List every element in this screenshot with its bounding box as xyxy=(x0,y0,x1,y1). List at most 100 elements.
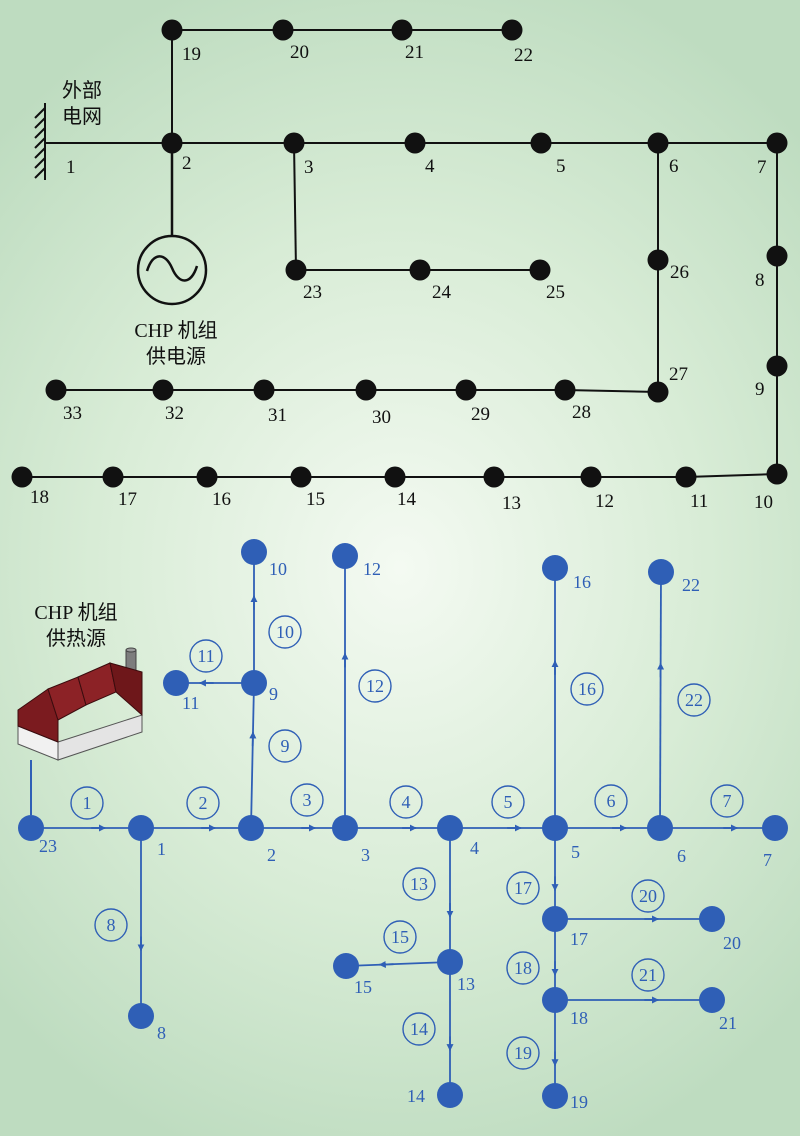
generator-label: CHP 机组 供电源 xyxy=(116,318,236,370)
heat-branch-circle-3 xyxy=(290,783,324,817)
heat-branch-circle-14 xyxy=(402,1012,436,1046)
heat-node-label-20: 20 xyxy=(723,933,741,953)
electric-bus-label-13: 13 xyxy=(502,493,521,514)
electric-bus-5 xyxy=(530,132,552,154)
heat-branch-label-11: 11 xyxy=(197,646,215,666)
electric-bus-24 xyxy=(409,259,431,281)
heat-node-label-4: 4 xyxy=(470,838,479,858)
heat-node-label-16: 16 xyxy=(573,572,591,592)
electric-bus-20 xyxy=(272,19,294,41)
electric-bus-label-28: 28 xyxy=(572,402,591,423)
electric-bus-label-9: 9 xyxy=(755,379,765,400)
heat-node-5 xyxy=(542,815,568,841)
heat-node-label-15: 15 xyxy=(354,977,372,997)
heat-branch-label-10: 10 xyxy=(276,622,294,642)
heat-node-21 xyxy=(699,987,725,1013)
electric-bus-label-30: 30 xyxy=(372,407,391,428)
electric-bus-label-20: 20 xyxy=(290,42,309,63)
electric-bus-label-4: 4 xyxy=(425,156,435,177)
electric-bus-30 xyxy=(355,379,377,401)
heat-node-2 xyxy=(238,815,264,841)
heat-branch-circle-10 xyxy=(268,615,302,649)
electric-bus-label-5: 5 xyxy=(556,156,566,177)
heat-node-12 xyxy=(332,543,358,569)
electric-bus-25 xyxy=(529,259,551,281)
electric-bus-label-3: 3 xyxy=(304,157,314,178)
heat-branch-circle-5 xyxy=(491,785,525,819)
chp-heat-factory-icon xyxy=(17,647,143,815)
heat-pipes xyxy=(31,552,775,1096)
heat-node-label-12: 12 xyxy=(363,559,381,579)
heat-node-label-1: 1 xyxy=(157,839,166,859)
electric-bus-label-22: 22 xyxy=(514,45,533,66)
heat-node-11 xyxy=(163,670,189,696)
heat-branch-circle-19 xyxy=(506,1036,540,1070)
electric-bus-label-11: 11 xyxy=(690,491,709,512)
electric-bus-28 xyxy=(554,379,576,401)
heat-branch-circle-11 xyxy=(189,639,223,673)
electric-bus-9 xyxy=(766,355,788,377)
electric-bus-label-27: 27 xyxy=(669,364,688,385)
electric-bus-label-33: 33 xyxy=(63,403,82,424)
heat-node-label-5: 5 xyxy=(571,842,580,862)
heat-branch-label-22: 22 xyxy=(685,690,703,710)
heat-node-label-7: 7 xyxy=(763,850,772,870)
heat-node-1 xyxy=(128,815,154,841)
electric-bus-label-12: 12 xyxy=(595,491,614,512)
electric-bus-4 xyxy=(404,132,426,154)
heat-branch-circle-6 xyxy=(594,784,628,818)
heat-node-label-17: 17 xyxy=(570,929,588,949)
heat-branch-circle-20 xyxy=(631,879,665,913)
electric-bus-13 xyxy=(483,466,505,488)
heat-branch-label-14: 14 xyxy=(410,1019,428,1039)
external-grid-label-line1: 外部 xyxy=(62,80,102,102)
electric-bus-label-6: 6 xyxy=(669,156,679,177)
electric-line-27-28 xyxy=(564,389,659,393)
heat-branch-circle-12 xyxy=(358,669,392,703)
electric-bus-27 xyxy=(647,381,669,403)
heat-node-label-6: 6 xyxy=(677,846,686,866)
electric-bus-11 xyxy=(675,466,697,488)
electric-bus-18 xyxy=(11,466,33,488)
external-grid-label: 外部 电网 xyxy=(62,78,102,130)
electric-bus-16 xyxy=(196,466,218,488)
heat-branch-circle-2 xyxy=(186,786,220,820)
heat-branch-circle-17 xyxy=(506,871,540,905)
electric-bus-label-32: 32 xyxy=(165,403,184,424)
electric-bus-label-29: 29 xyxy=(471,404,490,425)
electric-bus-32 xyxy=(152,379,174,401)
heat-branch-label-18: 18 xyxy=(514,958,532,978)
electric-bus-22 xyxy=(501,19,523,41)
heat-node-16 xyxy=(542,555,568,581)
heat-node-18 xyxy=(542,987,568,1013)
heat-branch-label-21: 21 xyxy=(639,965,657,985)
electric-bus-8 xyxy=(766,245,788,267)
electric-bus-label-8: 8 xyxy=(755,270,765,291)
heat-branch-circle-15 xyxy=(383,920,417,954)
heat-node-label-18: 18 xyxy=(570,1008,588,1028)
heat-node-label-2: 2 xyxy=(267,845,276,865)
heat-branch-label-13: 13 xyxy=(410,874,428,894)
heat-branch-label-9: 9 xyxy=(280,736,290,756)
heat-branch-label-12: 12 xyxy=(366,676,384,696)
heat-node-8 xyxy=(128,1003,154,1029)
heat-node-19 xyxy=(542,1083,568,1109)
heat-node-23 xyxy=(18,815,44,841)
heat-source-label: CHP 机组 供热源 xyxy=(16,600,136,652)
heat-node-13 xyxy=(437,949,463,975)
heat-branch-circle-8 xyxy=(94,908,128,942)
generator-label-line2: 供电源 xyxy=(146,346,206,368)
electric-bus-label-31: 31 xyxy=(268,405,287,426)
heat-branch-label-20: 20 xyxy=(639,886,657,906)
chp-generator-icon xyxy=(136,143,208,306)
heat-branch-label-4: 4 xyxy=(401,792,411,812)
heat-branch-circles xyxy=(70,615,744,1070)
generator-label-line1: CHP 机组 xyxy=(134,320,218,342)
electric-bus-21 xyxy=(391,19,413,41)
heat-branch-circle-9 xyxy=(268,729,302,763)
electric-bus-label-14: 14 xyxy=(397,489,416,510)
electric-bus-29 xyxy=(455,379,477,401)
heat-node-label-10: 10 xyxy=(269,559,287,579)
heat-node-4 xyxy=(437,815,463,841)
electric-bus-26 xyxy=(647,249,669,271)
